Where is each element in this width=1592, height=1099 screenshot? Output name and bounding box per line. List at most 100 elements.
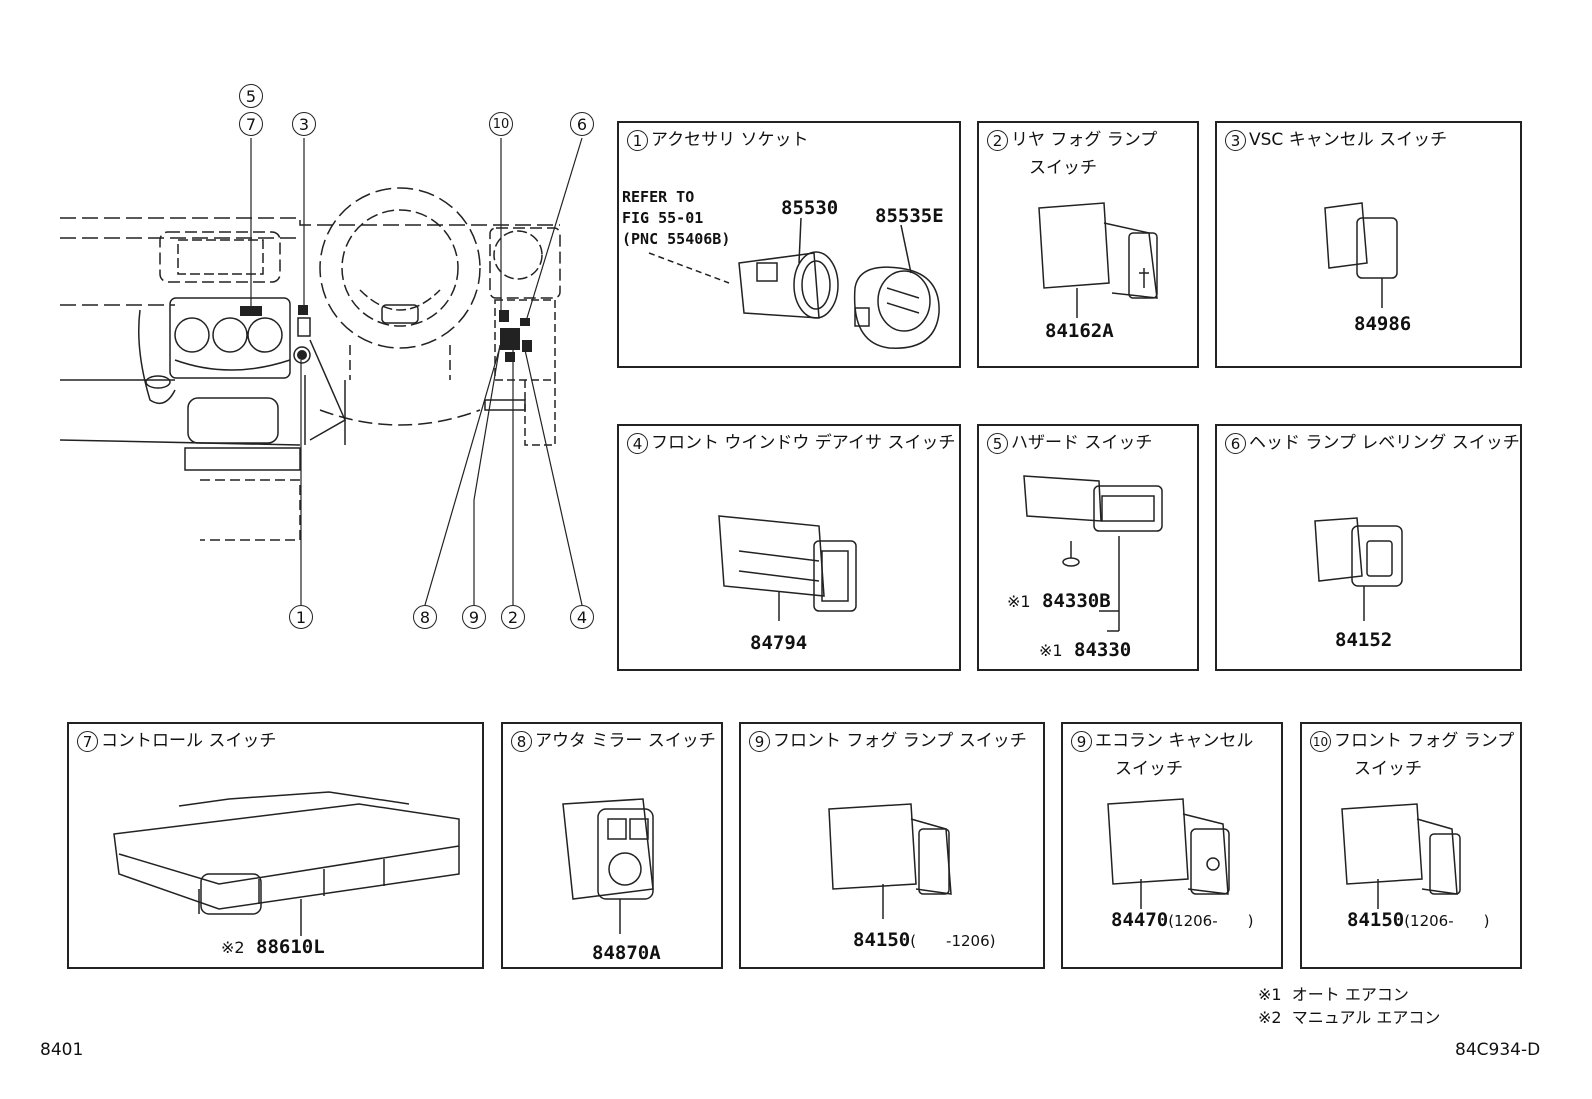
part-number-text: 88610L: [256, 936, 325, 958]
date-range: (1206- ): [1404, 912, 1490, 930]
control-panel-drawing: [113, 791, 460, 936]
callout-1: 1: [289, 605, 313, 629]
socket-drawing: [648, 217, 940, 349]
part-number-85535e: 85535E: [875, 205, 944, 227]
part-number: 84986: [1354, 313, 1412, 335]
callout-5: 5: [239, 84, 263, 108]
part-number: 84150(1206- ): [1347, 909, 1490, 931]
callout-6: 6: [570, 112, 594, 136]
part-number-text: 84330B: [1042, 590, 1111, 612]
callout-10: 10: [489, 112, 513, 136]
legend-text: マニュアル エアコン: [1291, 1008, 1441, 1027]
part-number-84330b: ※1 84330B: [1007, 590, 1111, 612]
switch-drawing: [828, 803, 952, 919]
panel-title-text: フロント フォグ ランプ スイッチ: [773, 731, 1027, 751]
legend-manual-ac: ※2 マニュアル エアコン: [1258, 1004, 1440, 1028]
callout-7: 7: [239, 112, 263, 136]
callout-9: 9: [462, 605, 486, 629]
panel-title-line2: スイッチ: [1354, 759, 1422, 779]
panel-number: 8: [511, 730, 532, 752]
part-number-text: 84150: [1347, 909, 1405, 931]
part-number: 84162A: [1045, 320, 1114, 342]
date-range: ( -1206): [910, 932, 996, 950]
switch-drawing: [1341, 803, 1461, 909]
date-range: (1206- ): [1168, 912, 1254, 930]
legend-mark: ※1: [1258, 985, 1282, 1004]
legend-auto-ac: ※1 オート エアコン: [1258, 981, 1409, 1005]
panel-title-text: ハザード スイッチ: [1011, 433, 1153, 453]
part-number-85530: 85530: [781, 197, 839, 219]
auto-ac-mark: ※1: [1039, 641, 1063, 660]
callout-8: 8: [413, 605, 437, 629]
legend-text: オート エアコン: [1291, 985, 1409, 1004]
panel-title-text: コントロール スイッチ: [101, 731, 277, 751]
switch-drawing: [718, 515, 857, 621]
panel-number: 2: [987, 129, 1008, 151]
part-number: 84870A: [592, 942, 661, 964]
panel-number: 9: [749, 730, 770, 752]
part-number: 84794: [750, 632, 808, 654]
part-number: 84150( -1206): [853, 929, 996, 951]
switch-drawing: [1038, 202, 1158, 318]
part-number-text: 84470: [1111, 909, 1169, 931]
panel-number: 9: [1071, 730, 1092, 752]
panel-title-text: ヘッド ランプ レベリング スイッチ: [1249, 433, 1520, 453]
panel-number: 5: [987, 432, 1008, 454]
panel-title-text: VSC キャンセル スイッチ: [1249, 130, 1448, 150]
auto-ac-mark: ※1: [1007, 592, 1031, 611]
panel-title-line2: スイッチ: [1115, 759, 1183, 779]
switch-drawing: [1314, 517, 1403, 621]
panel-number: 6: [1225, 432, 1246, 454]
panel-title-text: リヤ フォグ ランプ: [1011, 130, 1158, 150]
panel-number: 3: [1225, 129, 1246, 151]
panel-title-line2: スイッチ: [1029, 158, 1097, 178]
panel-number: 4: [627, 432, 648, 454]
panel-number: 1: [627, 129, 648, 151]
panel-title-text: アクセサリ ソケット: [651, 130, 809, 150]
part-number-84330: ※1 84330: [1039, 639, 1131, 661]
mirror-switch-drawing: [562, 798, 654, 934]
panel-title-text: フロント ウインドウ デアイサ スイッチ: [651, 433, 956, 453]
panel-title-text: アウタ ミラー スイッチ: [535, 731, 716, 751]
dashboard-drawing: [59, 137, 583, 606]
switch-drawing: [1324, 202, 1398, 308]
refer-to-note: REFER TO FIG 55-01 (PNC 55406B): [622, 188, 731, 248]
panel-number: 10: [1310, 730, 1331, 752]
page-code-left: 8401: [40, 1040, 84, 1060]
part-number: ※2 88610L: [221, 936, 325, 958]
part-number-text: 84150: [853, 929, 911, 951]
switch-drawing: [1023, 475, 1163, 632]
legend-mark: ※2: [1258, 1008, 1282, 1027]
part-number-text: 84330: [1074, 639, 1132, 661]
callout-4: 4: [570, 605, 594, 629]
figure-code-right: 84C934-D: [1455, 1040, 1541, 1060]
callout-2: 2: [501, 605, 525, 629]
part-number: 84470(1206- ): [1111, 909, 1254, 931]
part-number: 84152: [1335, 629, 1393, 651]
panel-number: 7: [77, 730, 98, 752]
panel-title-text: エコラン キャンセル: [1095, 731, 1254, 751]
callout-3: 3: [292, 112, 316, 136]
